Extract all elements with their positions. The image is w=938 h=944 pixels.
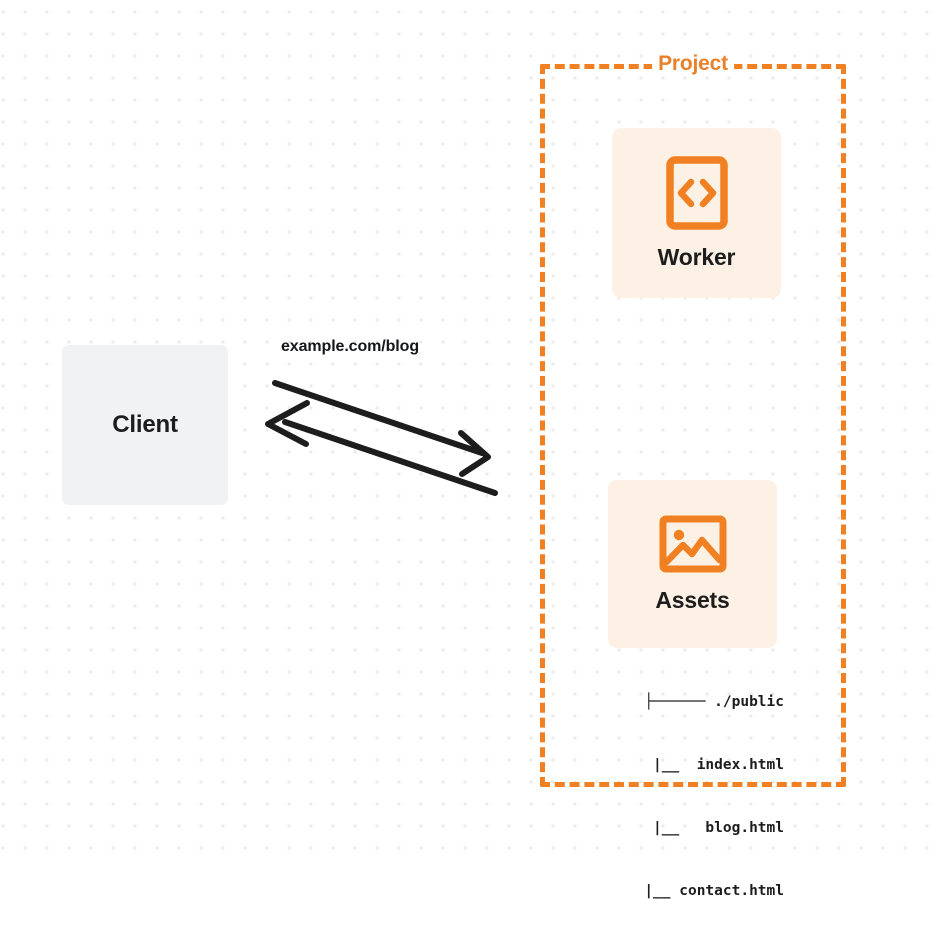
client-node[interactable]: Client [62,345,228,505]
arrow-response-incoming [265,400,498,496]
worker-card[interactable]: Worker [612,128,781,298]
assets-card-label: Assets [655,586,730,613]
file-tree-line: ├────── ./public [644,694,784,710]
edge-label-request-url: example.com/blog [281,338,419,355]
file-tree-line: |__ index.html [600,757,784,773]
file-tree-line: |__ blog.html [600,820,784,836]
code-brackets-icon [665,155,728,230]
assets-file-tree: ├────── ./public |__ index.html |__ blog… [588,650,784,944]
arrow-request-outgoing [272,380,491,477]
assets-card[interactable]: Assets [608,480,777,648]
project-group-label: Project [652,52,734,76]
worker-card-label: Worker [657,243,736,270]
client-node-label: Client [112,411,178,438]
diagram-canvas: Client example.com/blog Project Worker [0,0,938,899]
project-group-boundary: Project [540,52,846,787]
image-picture-icon [659,515,726,572]
file-tree-line: |__ contact.html [591,883,784,899]
